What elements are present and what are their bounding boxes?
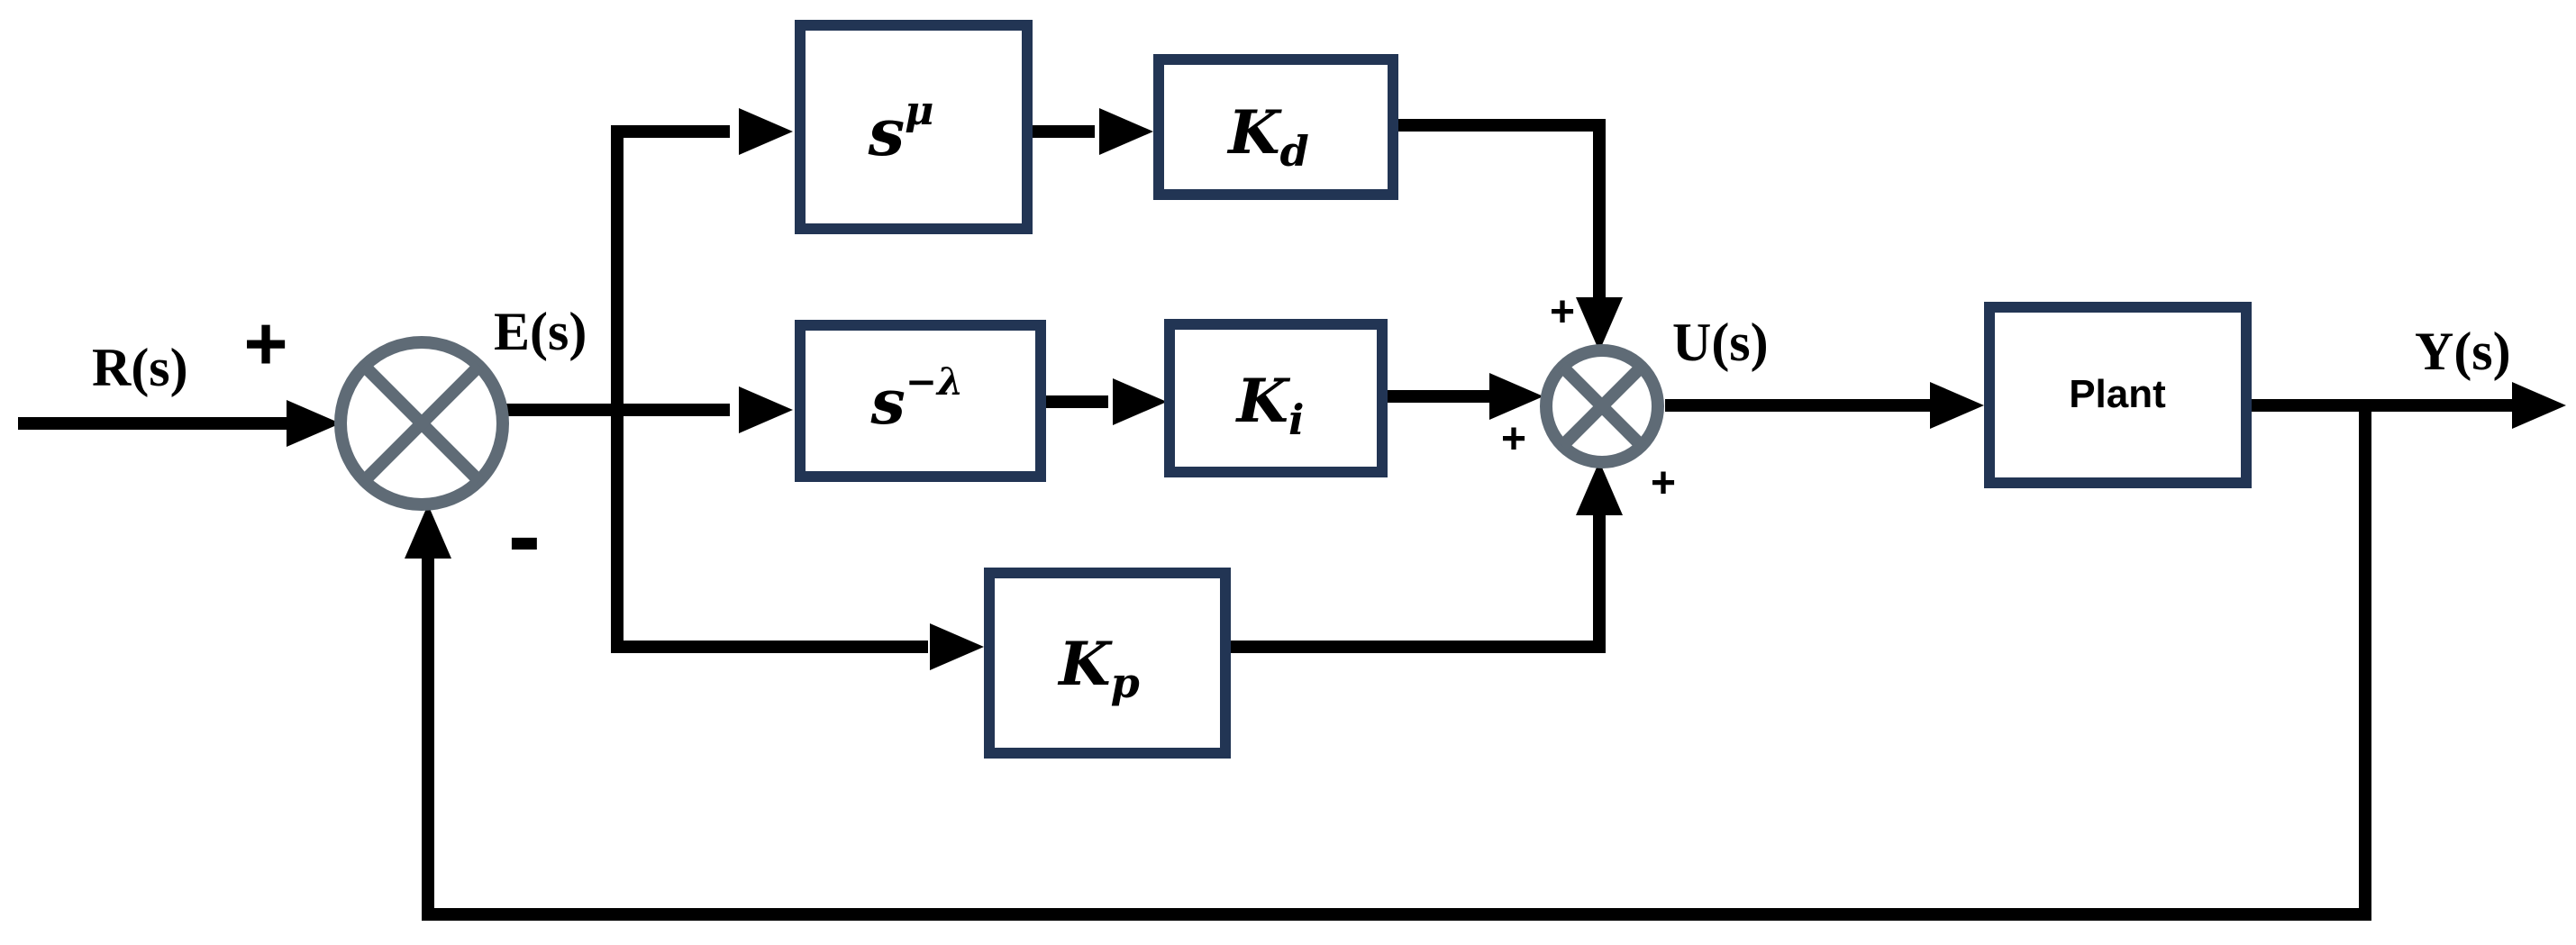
control-summing-junction [1540, 344, 1664, 468]
reference-signal-label: R(s) [92, 338, 188, 397]
derivative-gain-base: K [1226, 97, 1282, 168]
integral-operator-label: s−λ [870, 359, 964, 439]
derivative-gain-rect [1153, 54, 1398, 200]
feedback-arrowhead [405, 504, 451, 559]
signal-labels: R(s) E(s) U(s) Y(s) [92, 302, 2511, 397]
control-junction-top-sign: + [1550, 288, 1575, 336]
sint-to-ki-arrowhead [1113, 378, 1167, 425]
proportional-gain-block: Kp [984, 568, 1231, 759]
integral-gain-label: Ki [1235, 366, 1305, 444]
proportional-gain-subscript: p [1111, 659, 1140, 707]
integral-gain-subscript: i [1288, 395, 1304, 444]
proportional-gain-rect [984, 568, 1231, 759]
integral-gain-block: Ki [1164, 319, 1388, 477]
integral-gain-rect [1164, 319, 1388, 477]
output-arrowhead [2512, 382, 2566, 429]
error-arrowhead [739, 386, 793, 433]
feedback-wire [422, 399, 2371, 921]
derivative-operator-rect [795, 20, 1033, 234]
kd-to-junction-wire [1393, 119, 1606, 302]
error-junction-minus-sign: - [508, 480, 542, 591]
integral-operator-base: s [870, 367, 906, 439]
error-summing-junction [334, 336, 509, 511]
derivative-gain-block: Kd [1153, 54, 1398, 200]
control-arrowhead [1930, 382, 1984, 429]
control-signal-label: U(s) [1672, 313, 1769, 372]
control-junction-cross-b [1558, 362, 1646, 450]
integral-operator-block: s−λ [795, 320, 1046, 482]
proportional-gain-label: Kp [1057, 629, 1140, 707]
plant-label: Plant [2069, 372, 2166, 416]
integral-gain-base: K [1235, 366, 1291, 436]
arrowheads [287, 108, 2566, 670]
derivative-gain-subscript: d [1280, 127, 1309, 176]
plant-rect [1984, 302, 2252, 488]
derivative-branch-arrowhead [739, 108, 793, 155]
signal-wires [18, 119, 2514, 921]
proportional-branch-arrowhead [930, 623, 984, 670]
proportional-gain-base: K [1057, 629, 1113, 699]
integral-operator-exponent: −λ [906, 359, 964, 404]
kp-to-junction-arrowhead [1576, 461, 1623, 515]
control-junction-bottom-sign: + [1651, 459, 1676, 507]
sderiv-to-kd-arrowhead [1099, 108, 1153, 155]
error-junction-plus-sign: + [243, 301, 287, 386]
derivative-operator-label: sμ [868, 88, 934, 170]
derivative-gain-label: Kd [1226, 97, 1309, 176]
plant-block: Plant [1984, 302, 2252, 488]
input-arrowhead [287, 400, 341, 447]
derivative-operator-exponent: μ [905, 88, 933, 134]
integral-operator-rect [795, 320, 1046, 482]
derivative-operator-block: sμ [795, 20, 1033, 234]
error-junction-cross-b [360, 361, 484, 486]
derivative-operator-base: s [868, 94, 906, 170]
kp-to-junction-wire [1225, 513, 1606, 653]
control-junction-left-sign: + [1501, 415, 1526, 463]
kd-to-junction-arrowhead [1576, 297, 1623, 351]
error-signal-label: E(s) [494, 302, 587, 361]
ki-to-junction-arrowhead [1489, 373, 1543, 420]
junction-signs: + - + + + [243, 288, 1676, 591]
output-signal-label: Y(s) [2415, 322, 2511, 381]
